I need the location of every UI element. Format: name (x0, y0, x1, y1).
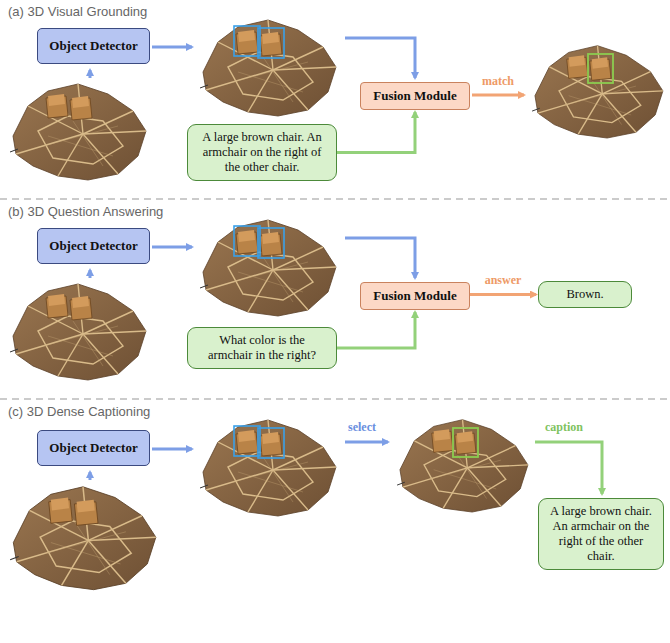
panel-title: (c) 3D Dense Captioning (8, 404, 150, 419)
panel-title: (b) 3D Question Answering (8, 204, 163, 219)
text-box: A large brown chair. An armchair on the … (538, 498, 664, 570)
bounding-box (258, 228, 284, 258)
scene-image (200, 20, 336, 116)
node-text: Fusion Module (373, 88, 456, 104)
arrow (345, 38, 415, 78)
scene-image (200, 220, 336, 316)
scene-image (200, 420, 336, 516)
bounding-box (258, 28, 284, 58)
scene-image (532, 46, 663, 138)
node-text: What color is the armchair in the right? (196, 333, 328, 363)
detector-box: Object Detector (37, 28, 150, 64)
node-text: Brown. (566, 287, 603, 302)
node-text: Fusion Module (373, 288, 456, 304)
bounding-box (453, 428, 478, 457)
bounding-box (258, 428, 284, 458)
arrow (89, 472, 92, 480)
scene-image (10, 84, 146, 180)
bounding-box (234, 26, 260, 56)
scene-image (397, 420, 528, 512)
arrow-label: caption (545, 420, 583, 435)
node-text: Object Detector (49, 238, 137, 254)
arrow (345, 441, 388, 444)
arrow (472, 94, 524, 97)
node-text: Object Detector (49, 440, 137, 456)
connector-arrow (337, 312, 415, 348)
arrow (535, 442, 602, 494)
bounding-box (234, 426, 260, 456)
arrow-label: match (482, 74, 514, 89)
detector-box: Object Detector (37, 228, 150, 264)
text-box: A large brown chair. An armchair on the … (187, 124, 337, 181)
node-text: A large brown chair. An armchair on the … (547, 504, 655, 564)
bounding-box (588, 54, 613, 83)
arrow (89, 70, 92, 78)
node-text: A large brown chair. An armchair on the … (196, 130, 328, 175)
arrow-label: answer (485, 273, 522, 288)
connector-arrow (337, 112, 415, 153)
arrow (152, 246, 192, 249)
panel-title: (a) 3D Visual Grounding (8, 4, 147, 19)
fusion-box: Fusion Module (360, 82, 470, 110)
arrow (89, 270, 92, 278)
arrow (345, 238, 415, 278)
dashed-separator (0, 398, 670, 400)
scene-image (10, 487, 156, 590)
node-text: Object Detector (49, 38, 137, 54)
bounding-box (234, 226, 260, 256)
detector-box: Object Detector (37, 430, 150, 466)
answer-box: Brown. (538, 281, 632, 308)
connector-arrow (470, 293, 536, 296)
text-box: What color is the armchair in the right? (187, 327, 337, 369)
arrow-label: select (348, 420, 376, 435)
arrow (152, 46, 192, 49)
fusion-box: Fusion Module (360, 282, 470, 310)
arrow (152, 448, 192, 451)
dashed-separator (0, 198, 670, 200)
scene-image (10, 284, 146, 380)
